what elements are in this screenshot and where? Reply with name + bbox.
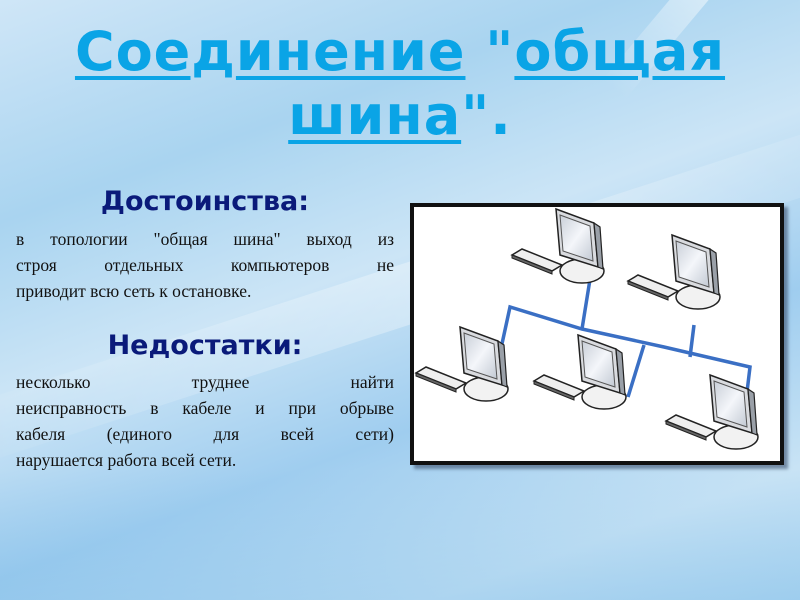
disadvantages-text: несколько труднее найти неисправность в … [16, 369, 394, 473]
network-diagram-graphic [415, 208, 759, 450]
disadvantages-heading: Недостатки: [107, 330, 303, 361]
text-line: приводит всю сеть к остановке. [16, 281, 252, 301]
advantages-text: в топологии "общая шина" выход из строя … [16, 226, 394, 304]
text-line: кабеля (единого для всей сети) [16, 424, 394, 444]
bus-topology-diagram [410, 203, 784, 465]
title-part: Соед [74, 20, 236, 83]
computer-icon [511, 208, 605, 284]
slide-title: Соединение "общая шина". [0, 20, 800, 148]
advantages-heading: Достоинства: [100, 186, 310, 217]
text-line: неисправность в кабеле и при обрыве [16, 398, 394, 418]
computer-icon [415, 326, 509, 402]
computer-icon [627, 234, 721, 310]
background-shade [0, 470, 800, 600]
computer-icon [533, 334, 627, 410]
title-part: шина [288, 84, 462, 147]
title-part: " [465, 20, 515, 83]
title-part: общая [514, 20, 726, 83]
computer-icon [665, 374, 759, 450]
text-line: нарушается работа всей сети. [16, 450, 237, 470]
text-line: в топологии "общая шина" выход из [16, 229, 394, 249]
text-line: несколько труднее найти [16, 372, 394, 392]
title-part: инение [235, 20, 466, 83]
text-line: строя отдельных компьютеров не [16, 255, 394, 275]
title-part: ". [461, 84, 512, 147]
